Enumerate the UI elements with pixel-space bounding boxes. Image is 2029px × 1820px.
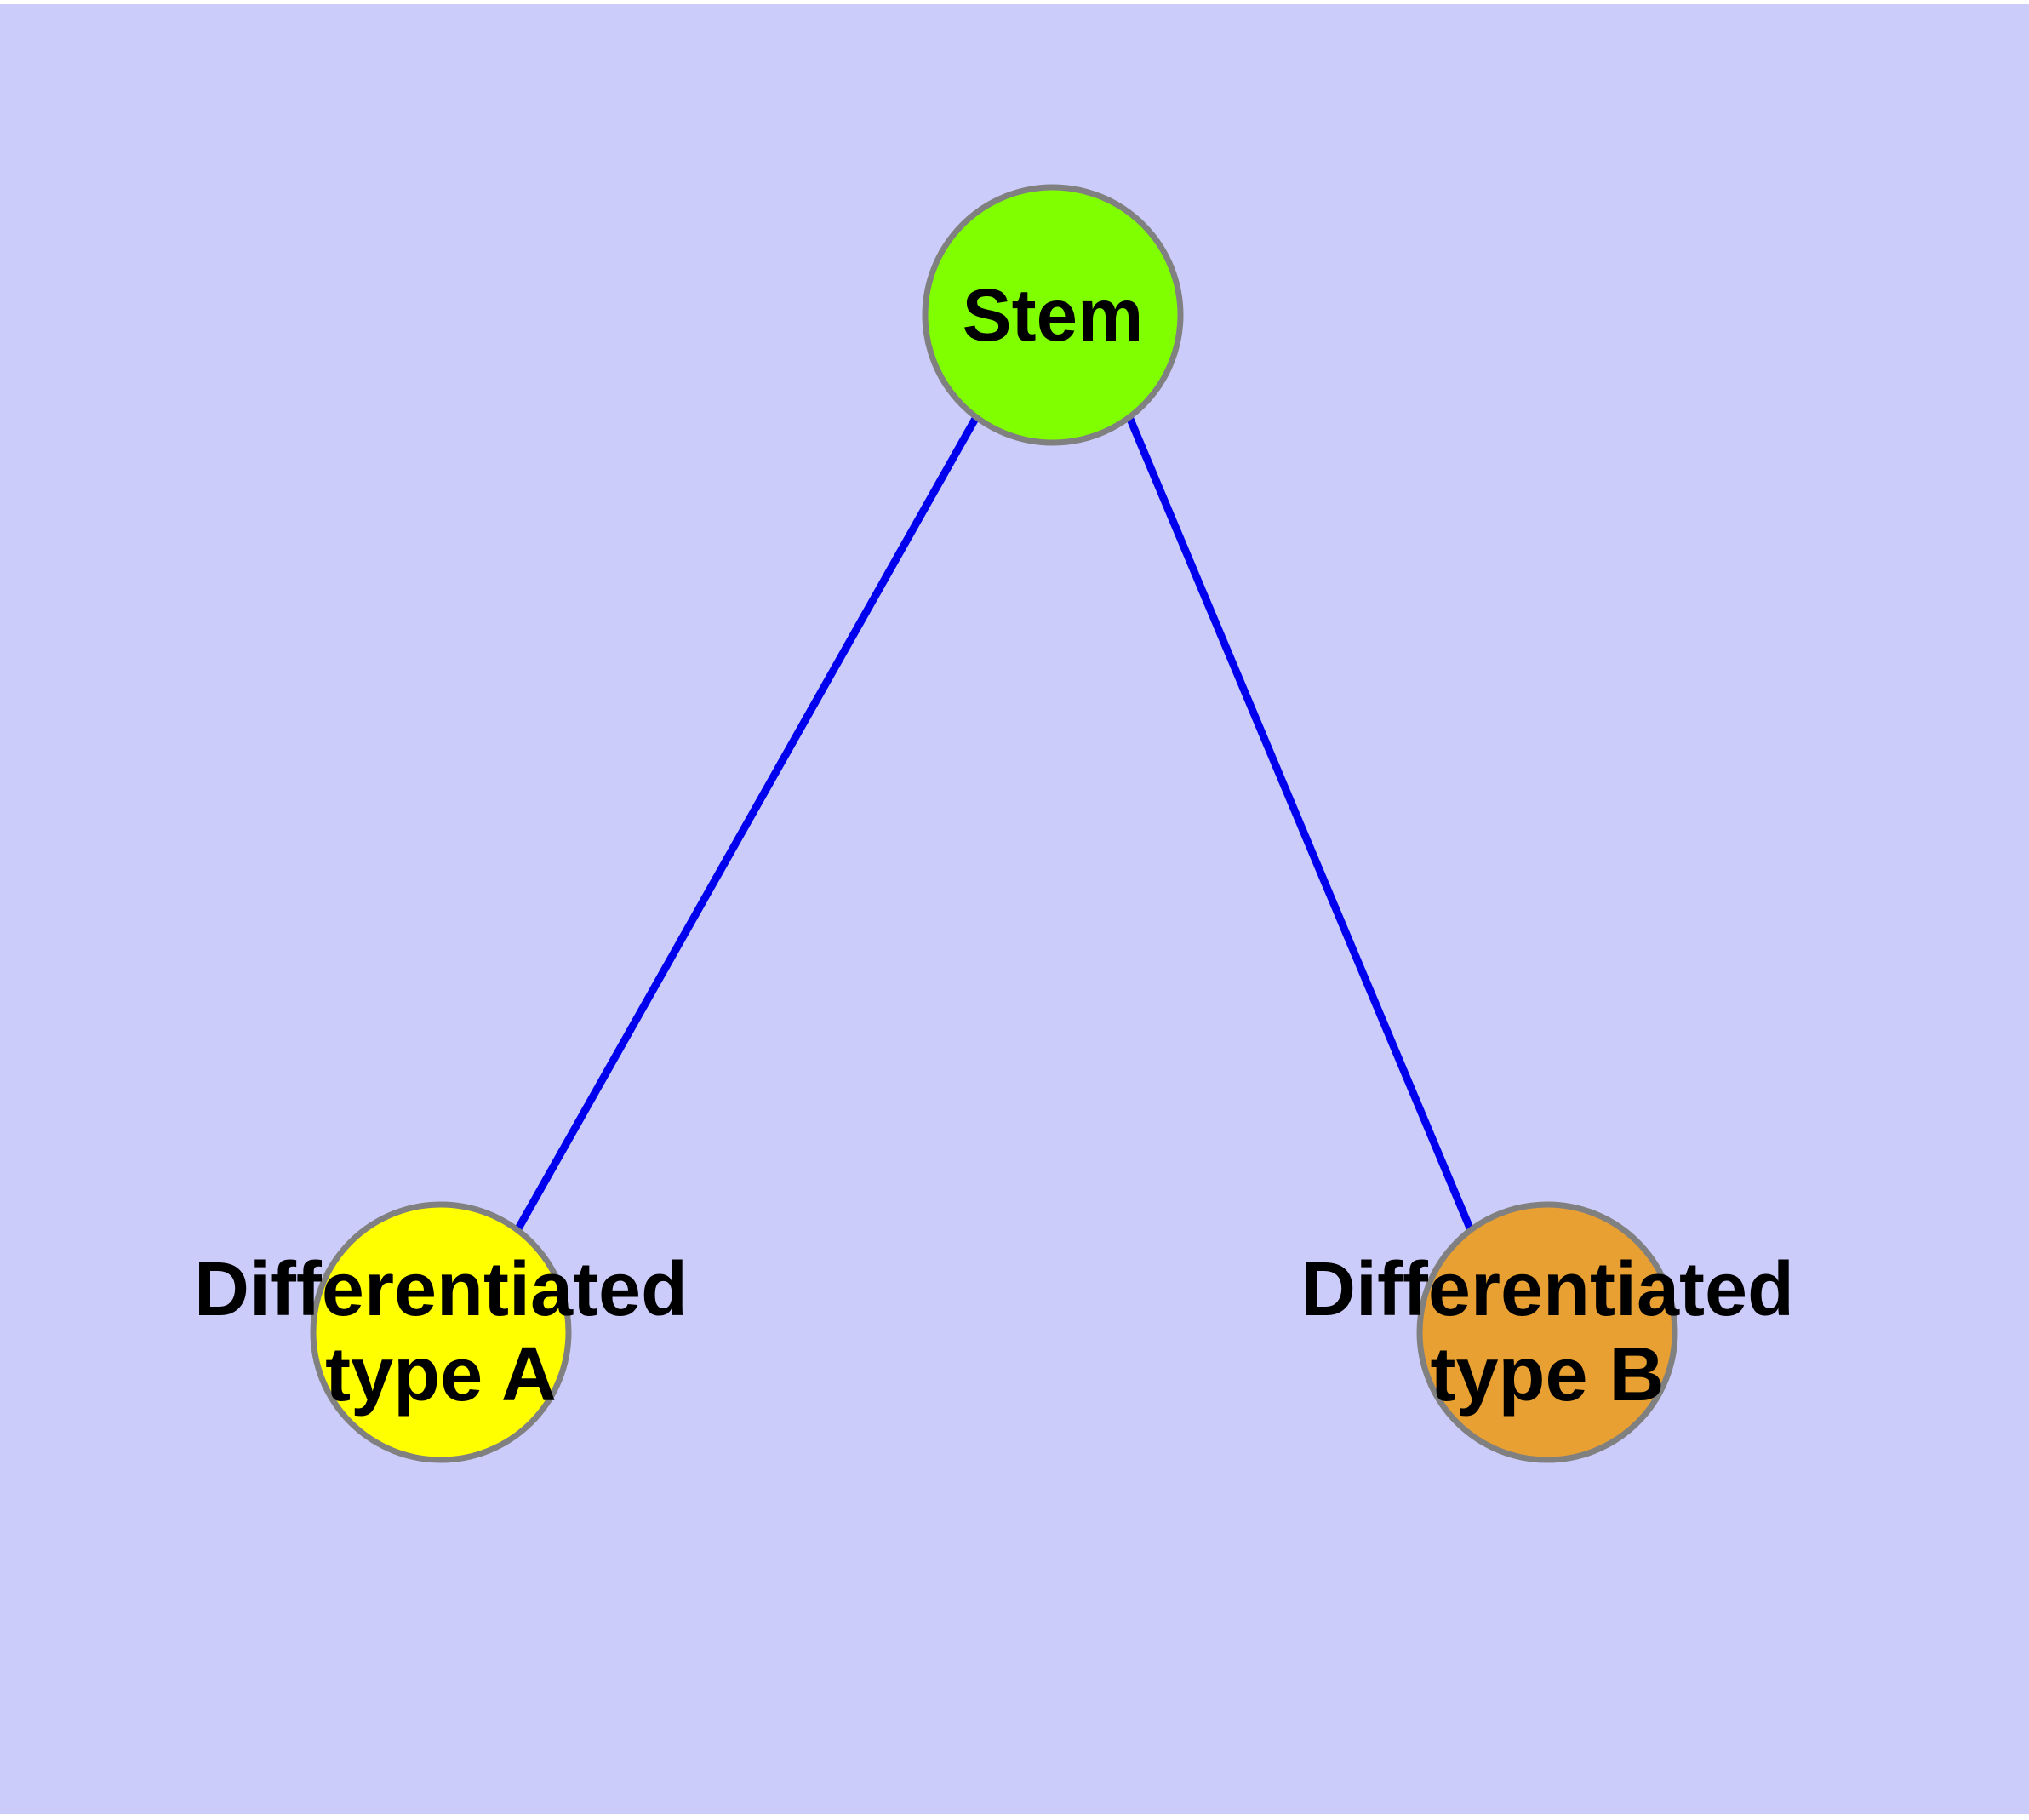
labels-layer: Stem Differentiated type A Differentiate… [194, 274, 1794, 1417]
node-differentiated-type-a-circle[interactable] [310, 1201, 572, 1463]
node-differentiated-type-a-label-line1: Differentiated [194, 1247, 688, 1332]
node-differentiated-type-b-label-line2: type B [1430, 1332, 1664, 1417]
edge-stem-to-differentiated-type-a[interactable] [514, 415, 980, 1233]
node-differentiated-type-b-circle[interactable] [1416, 1201, 1678, 1463]
node-stem-label: Stem [963, 274, 1144, 357]
node-stem[interactable] [922, 184, 1184, 446]
node-differentiated-type-a-label-line2: type A [325, 1332, 557, 1417]
edge-stem-to-differentiated-type-b[interactable] [1125, 415, 1475, 1232]
node-differentiated-type-a[interactable] [310, 1201, 572, 1463]
node-differentiated-type-b-label-line1: Differentiated [1300, 1247, 1794, 1332]
node-stem-circle[interactable] [922, 184, 1184, 446]
nodes-layer [310, 184, 1678, 1463]
edges-layer [514, 415, 1475, 1233]
node-differentiated-type-b[interactable] [1416, 1201, 1678, 1463]
